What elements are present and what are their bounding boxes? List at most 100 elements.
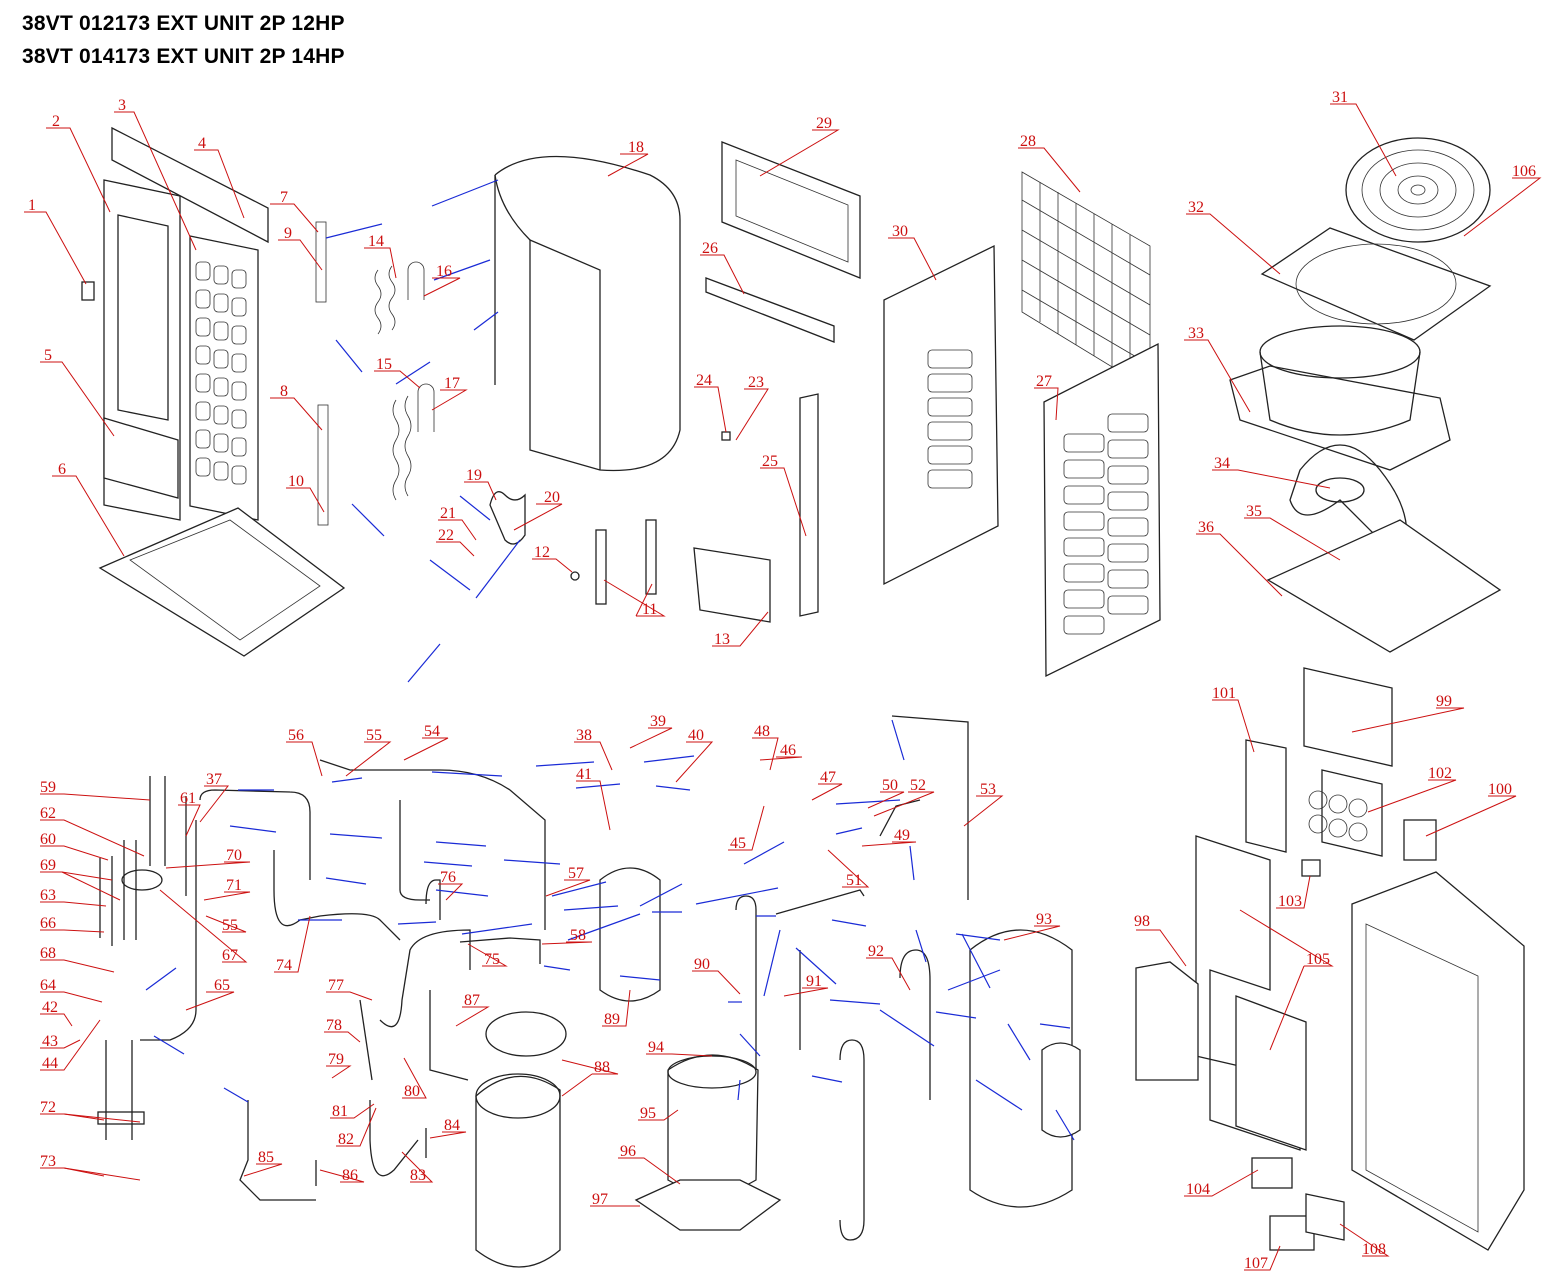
part-label-23: 23 — [748, 374, 764, 391]
part-label-60: 60 — [40, 831, 56, 848]
part-label-19: 19 — [466, 467, 482, 484]
part-label-14: 14 — [368, 233, 384, 250]
part-label-57: 57 — [568, 865, 584, 882]
part-label-21: 21 — [440, 505, 456, 522]
part-label-73: 73 — [40, 1153, 56, 1170]
part-label-3: 3 — [118, 97, 126, 114]
part-label-70: 70 — [226, 847, 242, 864]
part-label-24: 24 — [696, 372, 712, 389]
part-label-31: 31 — [1332, 89, 1348, 106]
part-label-64: 64 — [40, 977, 56, 994]
part-label-41: 41 — [576, 766, 592, 783]
part-label-72: 72 — [40, 1099, 56, 1116]
part-label-100: 100 — [1488, 781, 1512, 798]
part-label-88: 88 — [594, 1059, 610, 1076]
part-label-20: 20 — [544, 489, 560, 506]
diagram-title-line-2: 38VT 014173 EXT UNIT 2P 14HP — [22, 45, 345, 68]
part-label-10: 10 — [288, 473, 304, 490]
part-label-34: 34 — [1214, 455, 1230, 472]
assembly-direction-lines — [145, 179, 1075, 1141]
part-label-9: 9 — [284, 225, 292, 242]
part-label-84: 84 — [444, 1117, 460, 1134]
part-label-65: 65 — [214, 977, 230, 994]
part-label-38: 38 — [576, 727, 592, 744]
part-label-102: 102 — [1428, 765, 1452, 782]
part-label-67: 67 — [222, 947, 238, 964]
part-label-94: 94 — [648, 1039, 664, 1056]
diagram-title-line-1: 38VT 012173 EXT UNIT 2P 12HP — [22, 12, 345, 35]
part-label-22: 22 — [438, 527, 454, 544]
part-label-26: 26 — [702, 240, 718, 257]
part-label-79: 79 — [328, 1051, 344, 1068]
part-label-36: 36 — [1198, 519, 1214, 536]
part-label-108: 108 — [1362, 1241, 1386, 1258]
part-label-59: 59 — [40, 779, 56, 796]
part-label-48: 48 — [754, 723, 770, 740]
part-label-52: 52 — [910, 777, 926, 794]
part-label-1: 1 — [28, 197, 36, 214]
part-label-30: 30 — [892, 223, 908, 240]
part-label-99: 99 — [1436, 693, 1452, 710]
part-label-83: 83 — [410, 1167, 426, 1184]
part-label-47: 47 — [820, 769, 836, 786]
part-label-90: 90 — [694, 956, 710, 973]
part-label-35: 35 — [1246, 503, 1262, 520]
part-label-89: 89 — [604, 1011, 620, 1028]
part-label-17: 17 — [444, 375, 460, 392]
part-label-42: 42 — [42, 999, 58, 1016]
part-label-18: 18 — [628, 139, 644, 156]
part-label-75: 75 — [484, 951, 500, 968]
part-label-101: 101 — [1212, 685, 1236, 702]
part-label-91: 91 — [806, 973, 822, 990]
callout-labels: 1 2 3 4 5 6 7 8 9 10 11 12 13 14 15 16 1… — [28, 89, 1536, 1272]
part-label-104: 104 — [1186, 1181, 1210, 1198]
callout-leader-lines — [24, 103, 1542, 1271]
part-label-77: 77 — [328, 977, 344, 994]
part-label-54: 54 — [424, 723, 440, 740]
part-label-82: 82 — [338, 1131, 354, 1148]
part-label-76: 76 — [440, 869, 456, 886]
part-label-28: 28 — [1020, 133, 1036, 150]
part-label-87: 87 — [464, 992, 480, 1009]
part-label-50: 50 — [882, 777, 898, 794]
part-label-85: 85 — [258, 1149, 274, 1166]
part-label-45: 45 — [730, 835, 746, 852]
part-label-16: 16 — [436, 263, 452, 280]
part-label-49: 49 — [894, 827, 910, 844]
part-label-46: 46 — [780, 742, 796, 759]
part-label-13: 13 — [714, 631, 730, 648]
part-label-55-b: 55 — [222, 917, 238, 934]
part-label-44: 44 — [42, 1055, 58, 1072]
part-label-66: 66 — [40, 915, 56, 932]
part-label-68: 68 — [40, 945, 56, 962]
part-label-107: 107 — [1244, 1255, 1268, 1272]
part-label-40: 40 — [688, 727, 704, 744]
part-label-92: 92 — [868, 943, 884, 960]
part-label-2: 2 — [52, 113, 60, 130]
part-label-55: 55 — [366, 727, 382, 744]
part-label-58: 58 — [570, 927, 586, 944]
part-outlines — [81, 126, 1525, 1268]
part-label-29: 29 — [816, 115, 832, 132]
part-label-74: 74 — [276, 957, 292, 974]
part-label-95: 95 — [640, 1105, 656, 1122]
part-label-69: 69 — [40, 857, 56, 874]
part-label-98: 98 — [1134, 913, 1150, 930]
part-label-39: 39 — [650, 713, 666, 730]
part-label-62: 62 — [40, 805, 56, 822]
part-label-6: 6 — [58, 461, 66, 478]
part-label-61: 61 — [180, 790, 196, 807]
part-label-86: 86 — [342, 1167, 358, 1184]
part-label-37: 37 — [206, 771, 222, 788]
part-label-105: 105 — [1306, 951, 1330, 968]
part-label-71: 71 — [226, 877, 242, 894]
part-label-4: 4 — [198, 135, 206, 152]
part-label-5: 5 — [44, 347, 52, 364]
part-label-78: 78 — [326, 1017, 342, 1034]
part-label-106: 106 — [1512, 163, 1536, 180]
part-label-56: 56 — [288, 727, 304, 744]
part-label-12: 12 — [534, 544, 550, 561]
part-label-7: 7 — [280, 189, 288, 206]
part-label-63: 63 — [40, 887, 56, 904]
